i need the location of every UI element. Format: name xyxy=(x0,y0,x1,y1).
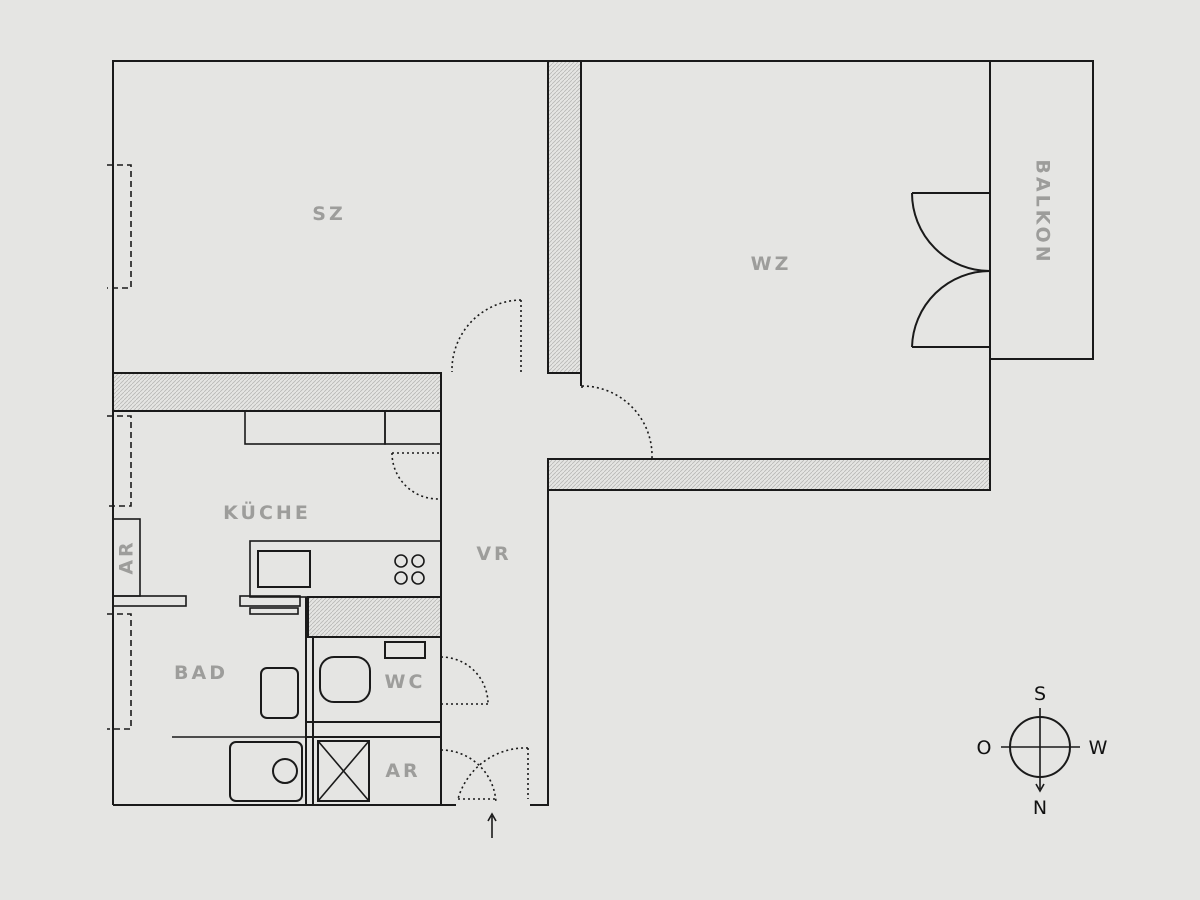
upper-cabinet-right xyxy=(384,410,442,445)
window-bad xyxy=(107,613,132,730)
room-label-vr: VR xyxy=(476,543,511,565)
compass-rose-icon xyxy=(1001,708,1080,793)
bathtub-icon xyxy=(229,741,303,802)
entrance-opening xyxy=(456,802,530,808)
compass-label-top: S xyxy=(1034,683,1046,705)
room-label-ar-bottom: AR xyxy=(385,760,420,782)
door-wz xyxy=(581,385,653,459)
wall-wz-vr xyxy=(547,458,991,491)
wall-sz-kueche xyxy=(112,372,442,412)
kitchen-sink xyxy=(257,550,311,588)
room-label-wz: WZ xyxy=(751,253,792,275)
doorway-sz xyxy=(442,371,521,376)
room-label-wc: WC xyxy=(385,671,426,693)
stove-icon xyxy=(394,554,425,585)
balcony-door-lower xyxy=(911,270,991,348)
partition-kitchen-bad-right xyxy=(239,595,301,607)
doorway-wz xyxy=(582,371,586,377)
compass-label-left: O xyxy=(977,737,992,759)
compass-label-right: W xyxy=(1089,737,1108,759)
door-wc xyxy=(440,656,489,705)
compass-label-bottom: N xyxy=(1033,797,1047,819)
room-label-ar-left: AR xyxy=(116,539,138,574)
window-sz xyxy=(107,164,132,289)
wall-kueche-bad xyxy=(307,596,442,638)
ar-shaft-cross-icon xyxy=(317,740,370,802)
upper-cabinet-left xyxy=(244,410,386,445)
wc-toilet-icon xyxy=(319,656,371,703)
ar-shaft xyxy=(317,740,370,802)
door-entrance xyxy=(457,747,529,800)
door-ar xyxy=(440,749,497,806)
room-label-sz: SZ xyxy=(312,203,345,225)
bad-washbasin-icon xyxy=(260,667,299,719)
wc-washbasin-icon xyxy=(384,641,426,659)
balcony-door-upper xyxy=(911,192,991,272)
window-kueche xyxy=(107,415,132,507)
door-kueche xyxy=(391,452,440,500)
room-label-balkon: BALKON xyxy=(1032,159,1054,264)
internal-walls xyxy=(172,373,582,805)
kitchen-counter xyxy=(249,540,442,598)
door-sz xyxy=(451,299,522,373)
up-arrow-icon xyxy=(487,812,497,838)
ar-cabinet-left xyxy=(112,518,141,597)
towel-rail xyxy=(249,607,299,615)
wall-sz-wz xyxy=(547,60,582,374)
bathtub-drain-icon xyxy=(272,758,298,784)
room-label-kueche: KÜCHE xyxy=(223,500,311,524)
balcony xyxy=(989,60,1094,360)
partition-kitchen-bad-left xyxy=(112,595,187,607)
room-label-bad: BAD xyxy=(174,662,228,684)
